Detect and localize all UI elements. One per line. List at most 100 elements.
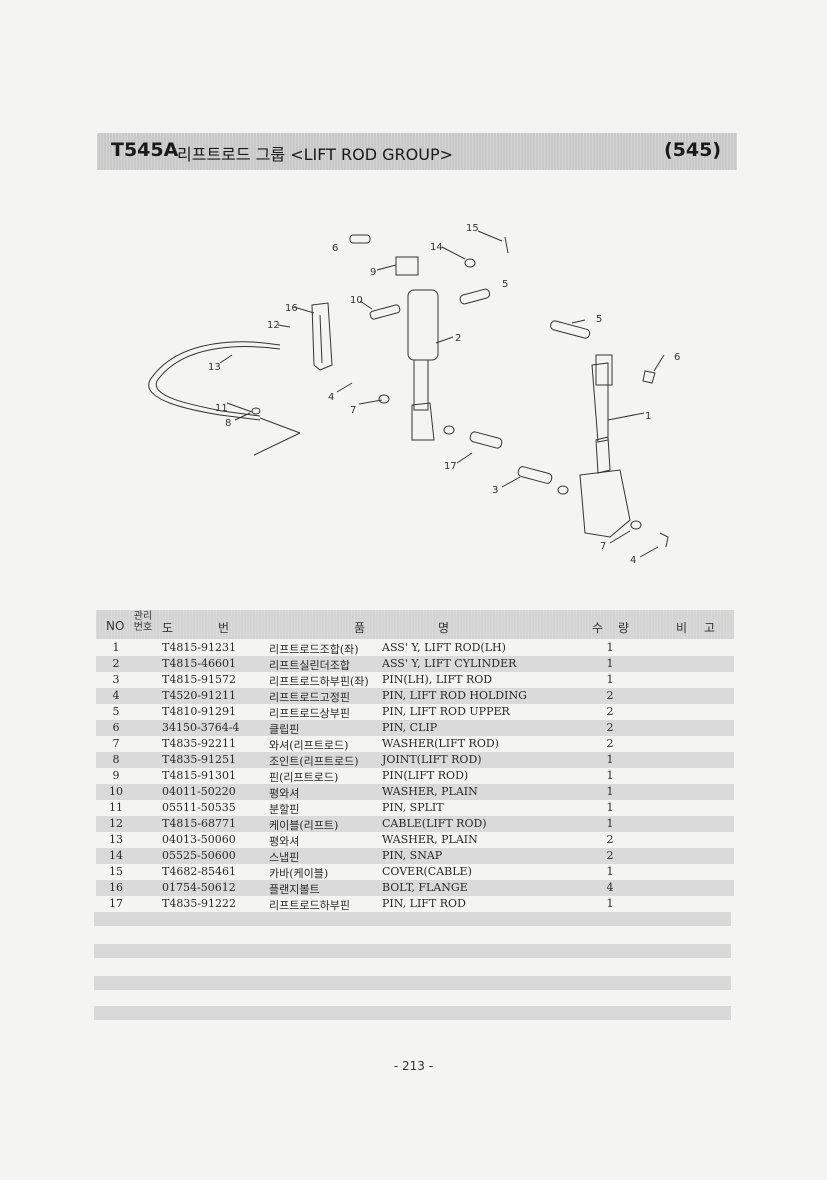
part-number: T4835-91222	[162, 897, 237, 910]
row-no: 14	[109, 849, 123, 862]
part-name-english: BOLT, FLANGE	[382, 881, 468, 894]
row-no: 3	[112, 673, 120, 686]
callout-7-left: 7	[350, 405, 356, 416]
callout-2: 2	[455, 333, 461, 344]
row-no: 8	[112, 753, 120, 766]
part-name-english: PIN, SNAP	[382, 849, 443, 862]
quantity: 2	[606, 705, 614, 718]
header-qty-1: 수	[592, 621, 604, 635]
callout-13: 8	[225, 418, 231, 429]
part-name-english: PIN, LIFT ROD UPPER	[382, 705, 510, 718]
callout-16: 12	[267, 320, 280, 331]
cable-end	[259, 417, 301, 434]
part-name-korean: 분할핀	[269, 803, 300, 816]
header-remarks-1: 비	[676, 621, 688, 635]
row-no: 6	[112, 721, 120, 734]
callout-3: 3	[492, 485, 498, 496]
part-name-korean: 리프트실린더조합	[269, 659, 350, 672]
part-name-english: PIN, LIFT ROD	[382, 897, 466, 910]
part-number: T4835-91251	[162, 753, 237, 766]
callout-4-left: 4	[328, 392, 334, 403]
section-title-bar: T545A 리프트로드 그룹 <LIFT ROD GROUP> (545)	[97, 133, 737, 170]
part-number: 05511-50535	[162, 801, 236, 814]
part-name-korean: 평와셔	[269, 787, 300, 800]
part-name-english: PIN, SPLIT	[382, 801, 444, 814]
part-number: T4815-46601	[162, 657, 237, 670]
row-no: 11	[109, 801, 123, 814]
part-name-korean: 리프트로드하부핀	[269, 899, 350, 912]
part-name-korean: 스냅핀	[269, 851, 300, 864]
row-no: 1	[112, 641, 120, 654]
row-no: 4	[112, 689, 120, 702]
row-no: 17	[109, 897, 123, 910]
callout-11: 15	[466, 223, 479, 234]
part-name-english: ASS' Y, LIFT CYLINDER	[382, 657, 517, 670]
row-no: 10	[109, 785, 123, 798]
callout-1: 1	[645, 411, 651, 422]
row-no: 13	[109, 833, 123, 846]
callout-9: 10	[350, 295, 363, 306]
header-code: 관리 번호	[133, 611, 153, 633]
callout-7-right: 7	[600, 541, 606, 552]
part-name-english: WASHER, PLAIN	[382, 833, 478, 846]
quantity: 4	[606, 881, 614, 894]
quantity: 1	[606, 657, 614, 670]
pin-5-upper	[459, 288, 491, 305]
part-number: 04013-50060	[162, 833, 236, 846]
row-no: 7	[112, 737, 120, 750]
part-name-korean: 와셔(리프트로드)	[269, 739, 349, 752]
part-name-korean: 조인트(리프트로드)	[269, 755, 359, 768]
part-number: 01754-50612	[162, 881, 236, 894]
cable-loop-inner	[155, 346, 281, 417]
header-drawing-2: 번	[218, 621, 230, 635]
table-row: 13 04013-50060 평와셔 WASHER, PLAIN 2	[96, 832, 734, 848]
joint-part	[395, 256, 419, 276]
callout-15: 16	[285, 303, 298, 314]
part-name-english: CABLE(LIFT ROD)	[382, 817, 487, 830]
blank-row	[94, 1006, 731, 1020]
quantity: 1	[606, 753, 614, 766]
part-name-korean: 카바(케이블)	[269, 867, 329, 880]
lift-rod	[591, 362, 609, 443]
part-number: 04011-50220	[162, 785, 236, 798]
pin-top	[349, 234, 371, 244]
part-name-english: ASS' Y, LIFT ROD(LH)	[382, 641, 506, 654]
part-name-english: PIN, LIFT ROD HOLDING	[382, 689, 527, 702]
quantity: 2	[606, 833, 614, 846]
callout-6-right: 6	[674, 352, 680, 363]
part-name-korean: 리프트로드고정핀	[269, 691, 350, 704]
blank-row	[94, 912, 731, 926]
part-number: T4682-85461	[162, 865, 237, 878]
quantity: 2	[606, 689, 614, 702]
part-name-korean: 평와셔	[269, 835, 300, 848]
row-no: 16	[109, 881, 123, 894]
part-number: T4815-91572	[162, 673, 237, 686]
quantity: 1	[606, 769, 614, 782]
row-no: 9	[112, 769, 120, 782]
part-name-english: WASHER, PLAIN	[382, 785, 478, 798]
part-number: 05525-50600	[162, 849, 236, 862]
model-code: T545A	[111, 139, 179, 161]
quantity: 1	[606, 641, 614, 654]
part-number: T4815-91301	[162, 769, 237, 782]
quantity: 1	[606, 801, 614, 814]
quantity: 1	[606, 785, 614, 798]
quantity: 2	[606, 721, 614, 734]
row-no: 12	[109, 817, 123, 830]
part-name-korean: 클립핀	[269, 723, 300, 736]
quantity: 2	[606, 737, 614, 750]
callout-5-top: 5	[502, 279, 508, 290]
part-name-english: PIN(LIFT ROD)	[382, 769, 469, 782]
pin-3	[517, 466, 553, 484]
